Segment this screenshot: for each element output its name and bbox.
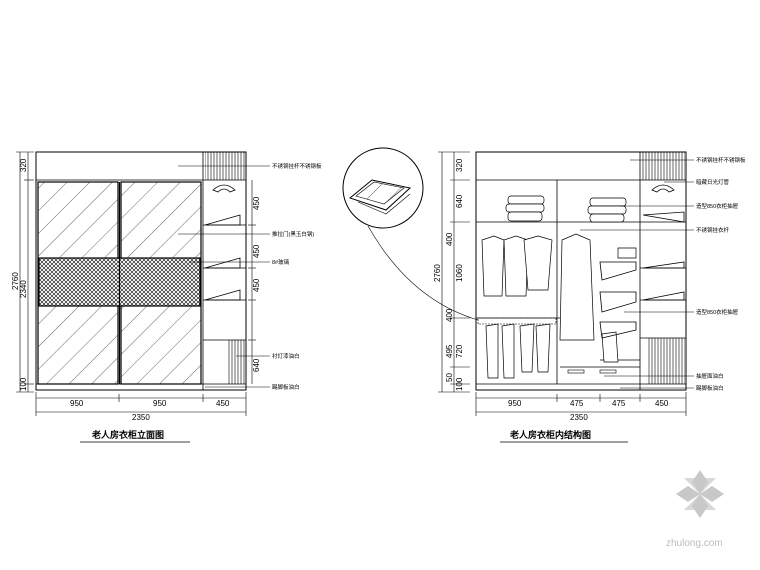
right-bottom-dim-4: 450 [655, 399, 669, 408]
left-note-2: 推拉门(黑玉白钢) [272, 230, 314, 238]
left-dim-2340: 2340 [19, 280, 28, 298]
left-bottom-dim-3: 450 [216, 399, 230, 408]
right-dim-400b: 400 [445, 308, 454, 322]
left-cabinet-outline [35, 151, 247, 391]
left-drawing-title: 老人房衣柜立面图 [91, 429, 164, 440]
right-drawing-title: 老人房衣柜内结构图 [509, 429, 591, 440]
left-dim-320: 320 [19, 158, 28, 172]
right-dim-320: 320 [455, 158, 464, 172]
right-note-5: 造型850衣柜抽屉 [696, 308, 739, 316]
left-note-1: 不锈钢挂杆不锈钢板 [272, 162, 322, 170]
right-dim-495: 495 [445, 344, 454, 358]
right-note-2: 暗藏日光灯管 [696, 178, 730, 186]
right-dim-720: 720 [455, 344, 464, 358]
right-note-1: 不锈钢挂杆不锈钢板 [696, 156, 746, 164]
right-bottom-dim-3: 475 [612, 399, 626, 408]
folded-clothes-stacks [505, 195, 627, 223]
right-cabinet-outline [475, 151, 687, 391]
left-right-dim-4: 640 [252, 358, 261, 372]
hanging-clothes [481, 233, 637, 379]
left-total-width: 2350 [132, 413, 150, 422]
right-interior-drawing: 320 640 2760 400 1060 400 720 495 100 50… [342, 147, 746, 443]
right-note-4: 不锈钢挂衣杆 [696, 226, 730, 234]
left-note-5: 踢脚板油白 [272, 383, 300, 391]
left-bottom-dim-2: 950 [153, 399, 167, 408]
right-dim-2760: 2760 [433, 264, 442, 282]
right-total-width: 2350 [570, 413, 588, 422]
right-side-shelves [599, 184, 686, 339]
left-dim-2760: 2760 [11, 272, 20, 290]
left-note-4: 衬灯漆油白 [272, 352, 300, 360]
right-note-7: 踢脚板油白 [696, 384, 724, 392]
left-elevation-drawing: 320 2760 2340 100 450 450 450 640 950 95… [11, 151, 322, 443]
left-right-dim-2: 450 [252, 244, 261, 258]
right-bottom-dim-1: 950 [508, 399, 522, 408]
right-dim-100: 100 [455, 377, 464, 391]
right-dim-50: 50 [445, 373, 454, 382]
watermark-logo [676, 470, 724, 518]
left-right-dim-1: 450 [252, 196, 261, 210]
detail-callout-drawer [342, 147, 479, 321]
right-note-6: 抽屉面油白 [696, 372, 724, 380]
right-dim-1060: 1060 [455, 264, 464, 282]
left-right-dim-3: 450 [252, 278, 261, 292]
left-side-shelves [203, 184, 246, 341]
right-bottom-dim-2: 475 [570, 399, 584, 408]
right-note-3: 造型850衣柜抽屉 [696, 202, 739, 210]
left-note-3: 8#玻璃 [272, 258, 290, 266]
right-dim-400a: 400 [445, 232, 454, 246]
left-dim-100: 100 [19, 377, 28, 391]
left-vertical-dimensions [16, 151, 34, 393]
watermark-text: zhulong.com [666, 538, 723, 549]
left-bottom-dim-1: 950 [70, 399, 84, 408]
right-dim-640: 640 [455, 194, 464, 208]
